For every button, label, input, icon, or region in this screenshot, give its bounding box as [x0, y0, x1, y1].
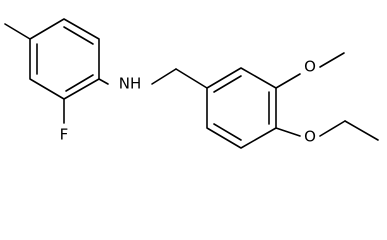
- ethoxy-ch2-bond: [319, 120, 346, 137]
- right-ring-outline: [206, 67, 277, 149]
- right-benzene-ring: [206, 67, 277, 149]
- chemical-structure: NH F O O: [4, 18, 379, 149]
- left-ring-outline: [29, 18, 100, 100]
- left-ring-double-bond-top: [63, 26, 94, 45]
- methoxy-oxygen-label: O: [304, 58, 316, 76]
- fluorine-label: F: [60, 126, 69, 144]
- left-benzene-ring: [29, 18, 100, 100]
- right-ring-double-bond-top: [213, 75, 242, 93]
- nitrogen-methylene-bond: [151, 68, 177, 85]
- ethoxy-oxygen-label: O: [304, 128, 316, 146]
- right-ring-double-bond-bottom: [213, 123, 242, 141]
- left-ring-double-bond-bottom: [65, 74, 94, 92]
- methoxy-ring-bond: [275, 73, 301, 89]
- ethoxy-ch3-bond: [344, 120, 379, 141]
- methylene-ring-bond: [175, 68, 208, 89]
- nitrogen-h-label: NH: [119, 75, 142, 93]
- methyl-bond: [4, 23, 31, 40]
- ethoxy-ring-bond: [275, 127, 301, 137]
- aryl-nitrogen-bond: [98, 78, 109, 85]
- methoxy-methyl-bond: [319, 52, 345, 68]
